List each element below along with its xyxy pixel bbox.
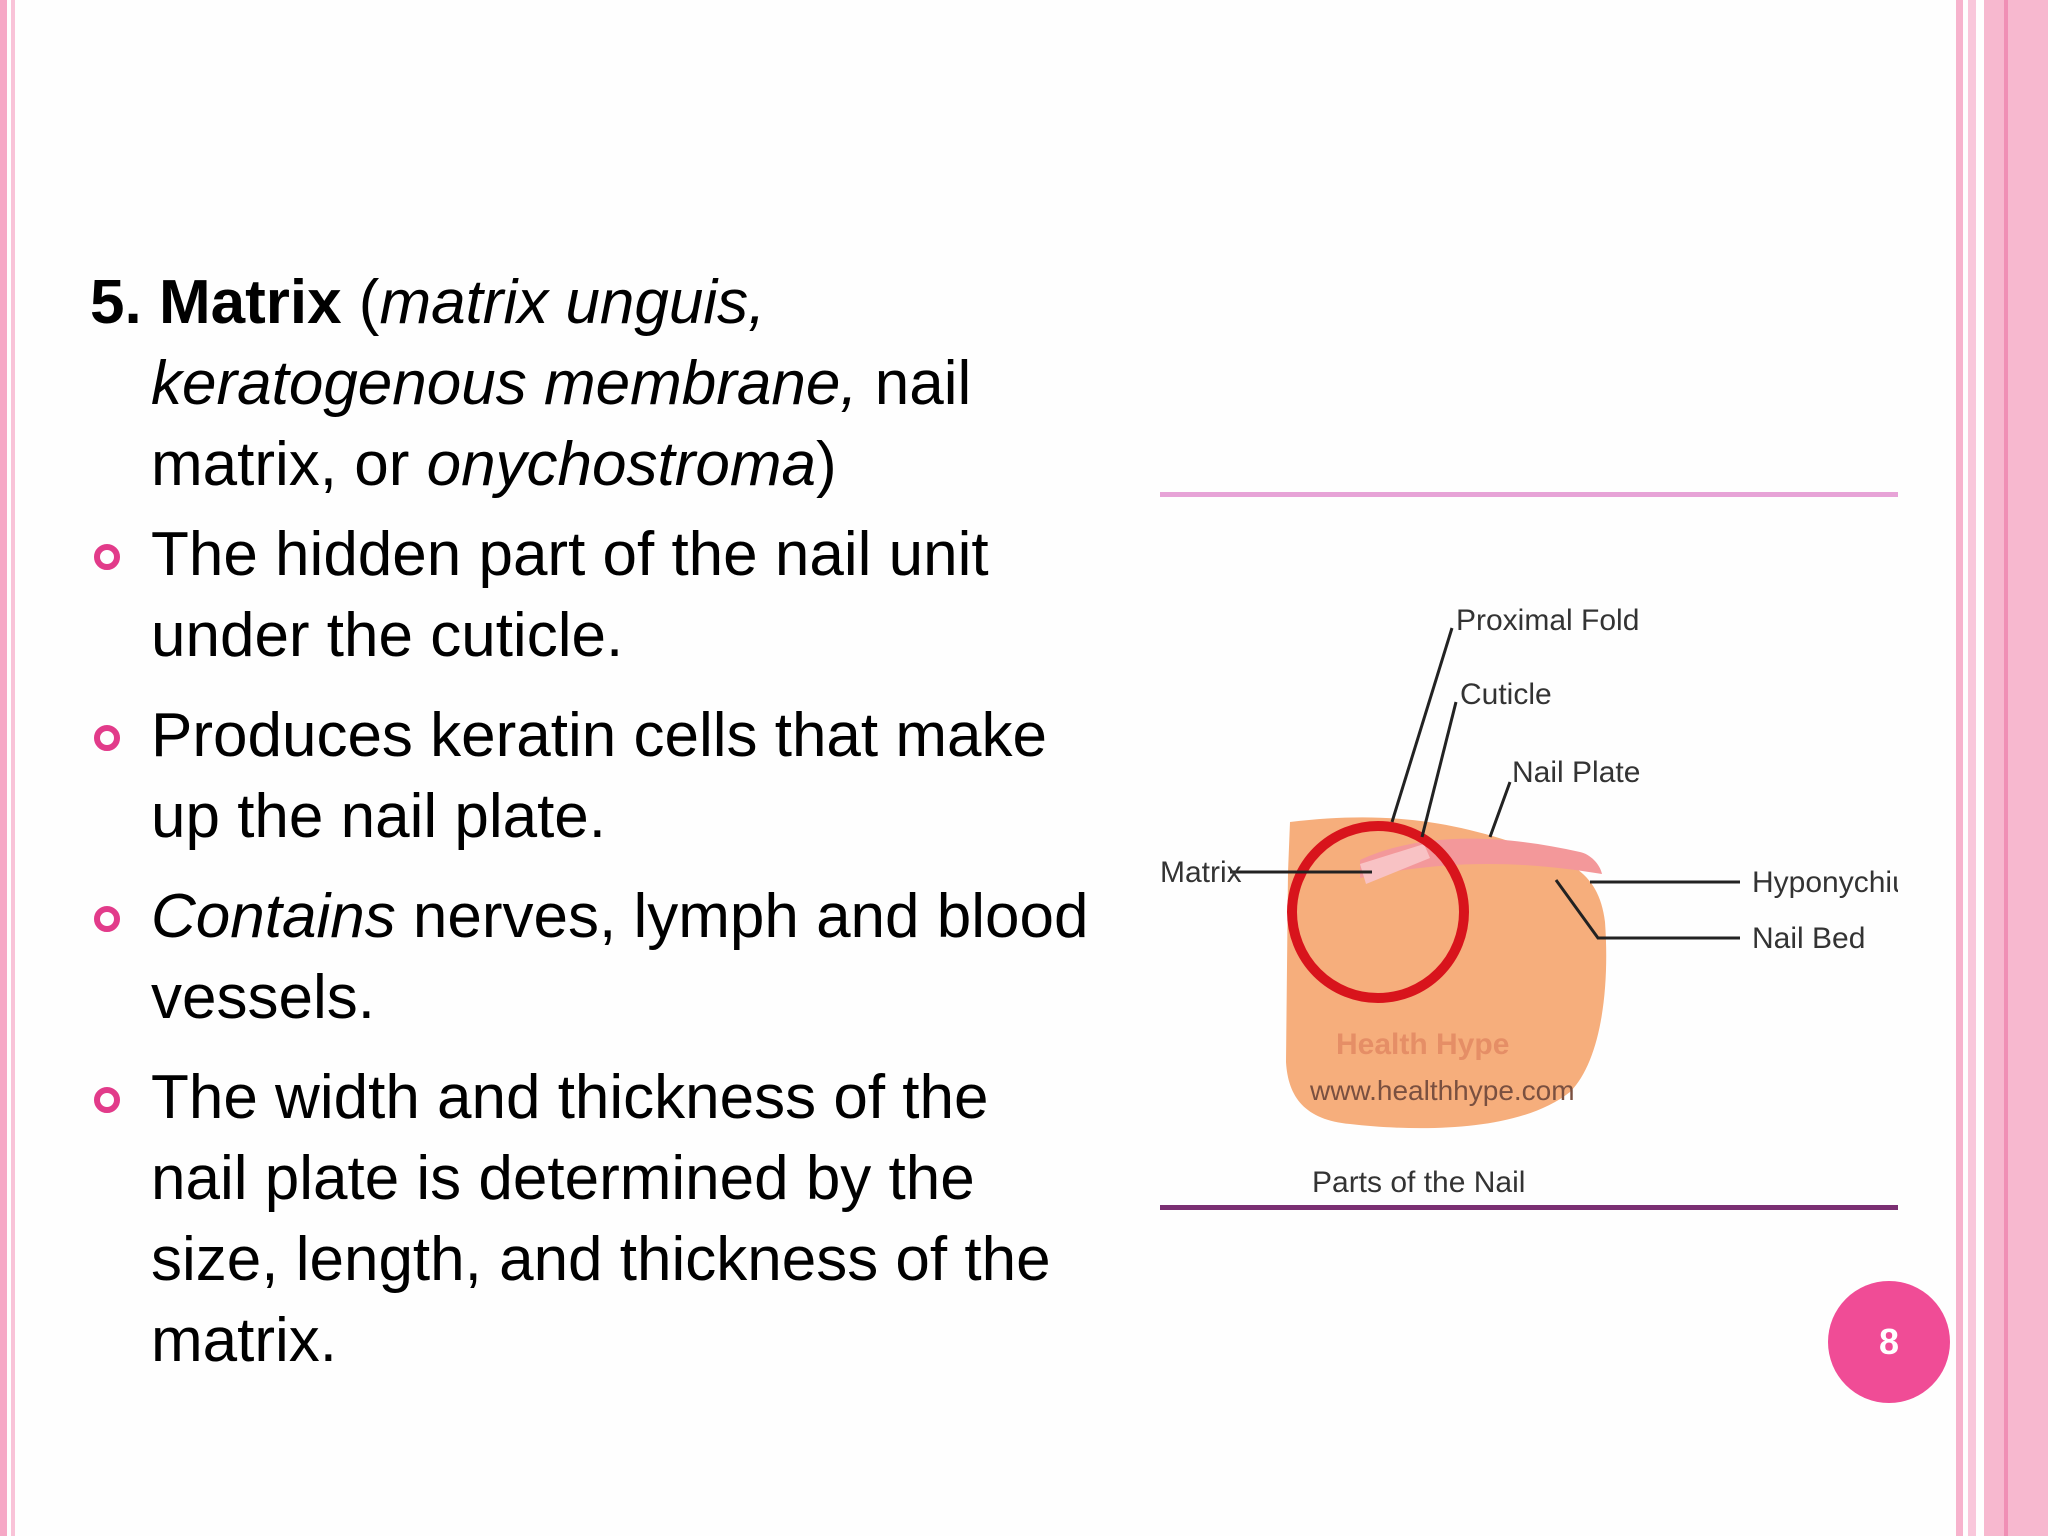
nail-anatomy-diagram: Proximal Fold Cuticle Nail Plate Matrix … (1160, 492, 1898, 1212)
bullet-item: The hidden part of the nail unit under t… (90, 514, 1090, 676)
bullet-text: nerves, lymph and blood vessels. (151, 882, 1089, 1032)
diagram-caption: Parts of the Nail (1312, 1166, 1525, 1199)
heading-synonym-common: nail matrix, or (151, 349, 972, 499)
bullet-item: Produces keratin cells that make up the … (90, 695, 1090, 857)
diagram-bottom-rule (1160, 1205, 1898, 1210)
heading-number: 5. (90, 268, 142, 337)
nail-bed-leader (1554, 879, 1740, 940)
heading-synonym-onychostroma: onychostroma (426, 430, 817, 499)
watermark-url: www.healthhype.com (1309, 1075, 1575, 1106)
bullet-lead: Contains (151, 882, 396, 951)
label-nail-bed: Nail Bed (1752, 922, 1865, 955)
bullet-text: The width and thickness of the nail plat… (151, 1063, 1051, 1375)
left-border-stripe-inner (11, 0, 15, 1536)
diagram-top-rule (1160, 492, 1898, 497)
fingertip-shape (1286, 817, 1607, 1129)
bullet-item: The width and thickness of the nail plat… (90, 1057, 1090, 1381)
ring-bullet-icon (94, 906, 120, 932)
ring-bullet-icon (94, 725, 120, 751)
section-heading: 5. Matrix (matrix unguis, keratogenous m… (90, 262, 1090, 505)
heading-synonym-latin: matrix unguis, keratogenous membrane, (151, 268, 858, 418)
cuticle-leader (1420, 701, 1458, 838)
ring-bullet-icon (94, 544, 120, 570)
left-border-stripe (0, 0, 7, 1536)
right-border-band (1984, 0, 2048, 1536)
nail-plate-leader (1488, 781, 1512, 838)
label-matrix: Matrix (1160, 856, 1242, 889)
bullet-item: Contains nerves, lymph and blood vessels… (90, 876, 1090, 1038)
nail-matrix-shape (1360, 844, 1430, 884)
label-cuticle: Cuticle (1460, 678, 1552, 711)
heading-term: Matrix (158, 268, 342, 337)
matrix-highlight-ring (1287, 821, 1469, 1003)
ring-bullet-icon (94, 1087, 120, 1113)
heading-close-paren: ) (816, 430, 837, 499)
right-border-stripe-inner (1968, 0, 1976, 1536)
slide-body: 5. Matrix (matrix unguis, keratogenous m… (90, 262, 1090, 1400)
heading-open-paren: ( (341, 268, 380, 337)
right-border-stripe (1956, 0, 1963, 1536)
label-hyponychium: Hyponychium (1752, 866, 1898, 899)
watermark-health-hype: Health Hype (1336, 1028, 1509, 1061)
proximal-fold-leader (1390, 627, 1454, 823)
label-proximal-fold: Proximal Fold (1456, 604, 1639, 637)
label-nail-plate: Nail Plate (1512, 756, 1640, 789)
right-border-band-line (2004, 0, 2008, 1536)
bullet-text: The hidden part of the nail unit under t… (151, 520, 989, 670)
page-number-badge: 8 (1828, 1281, 1950, 1403)
bullet-text: Produces keratin cells that make up the … (151, 701, 1047, 851)
